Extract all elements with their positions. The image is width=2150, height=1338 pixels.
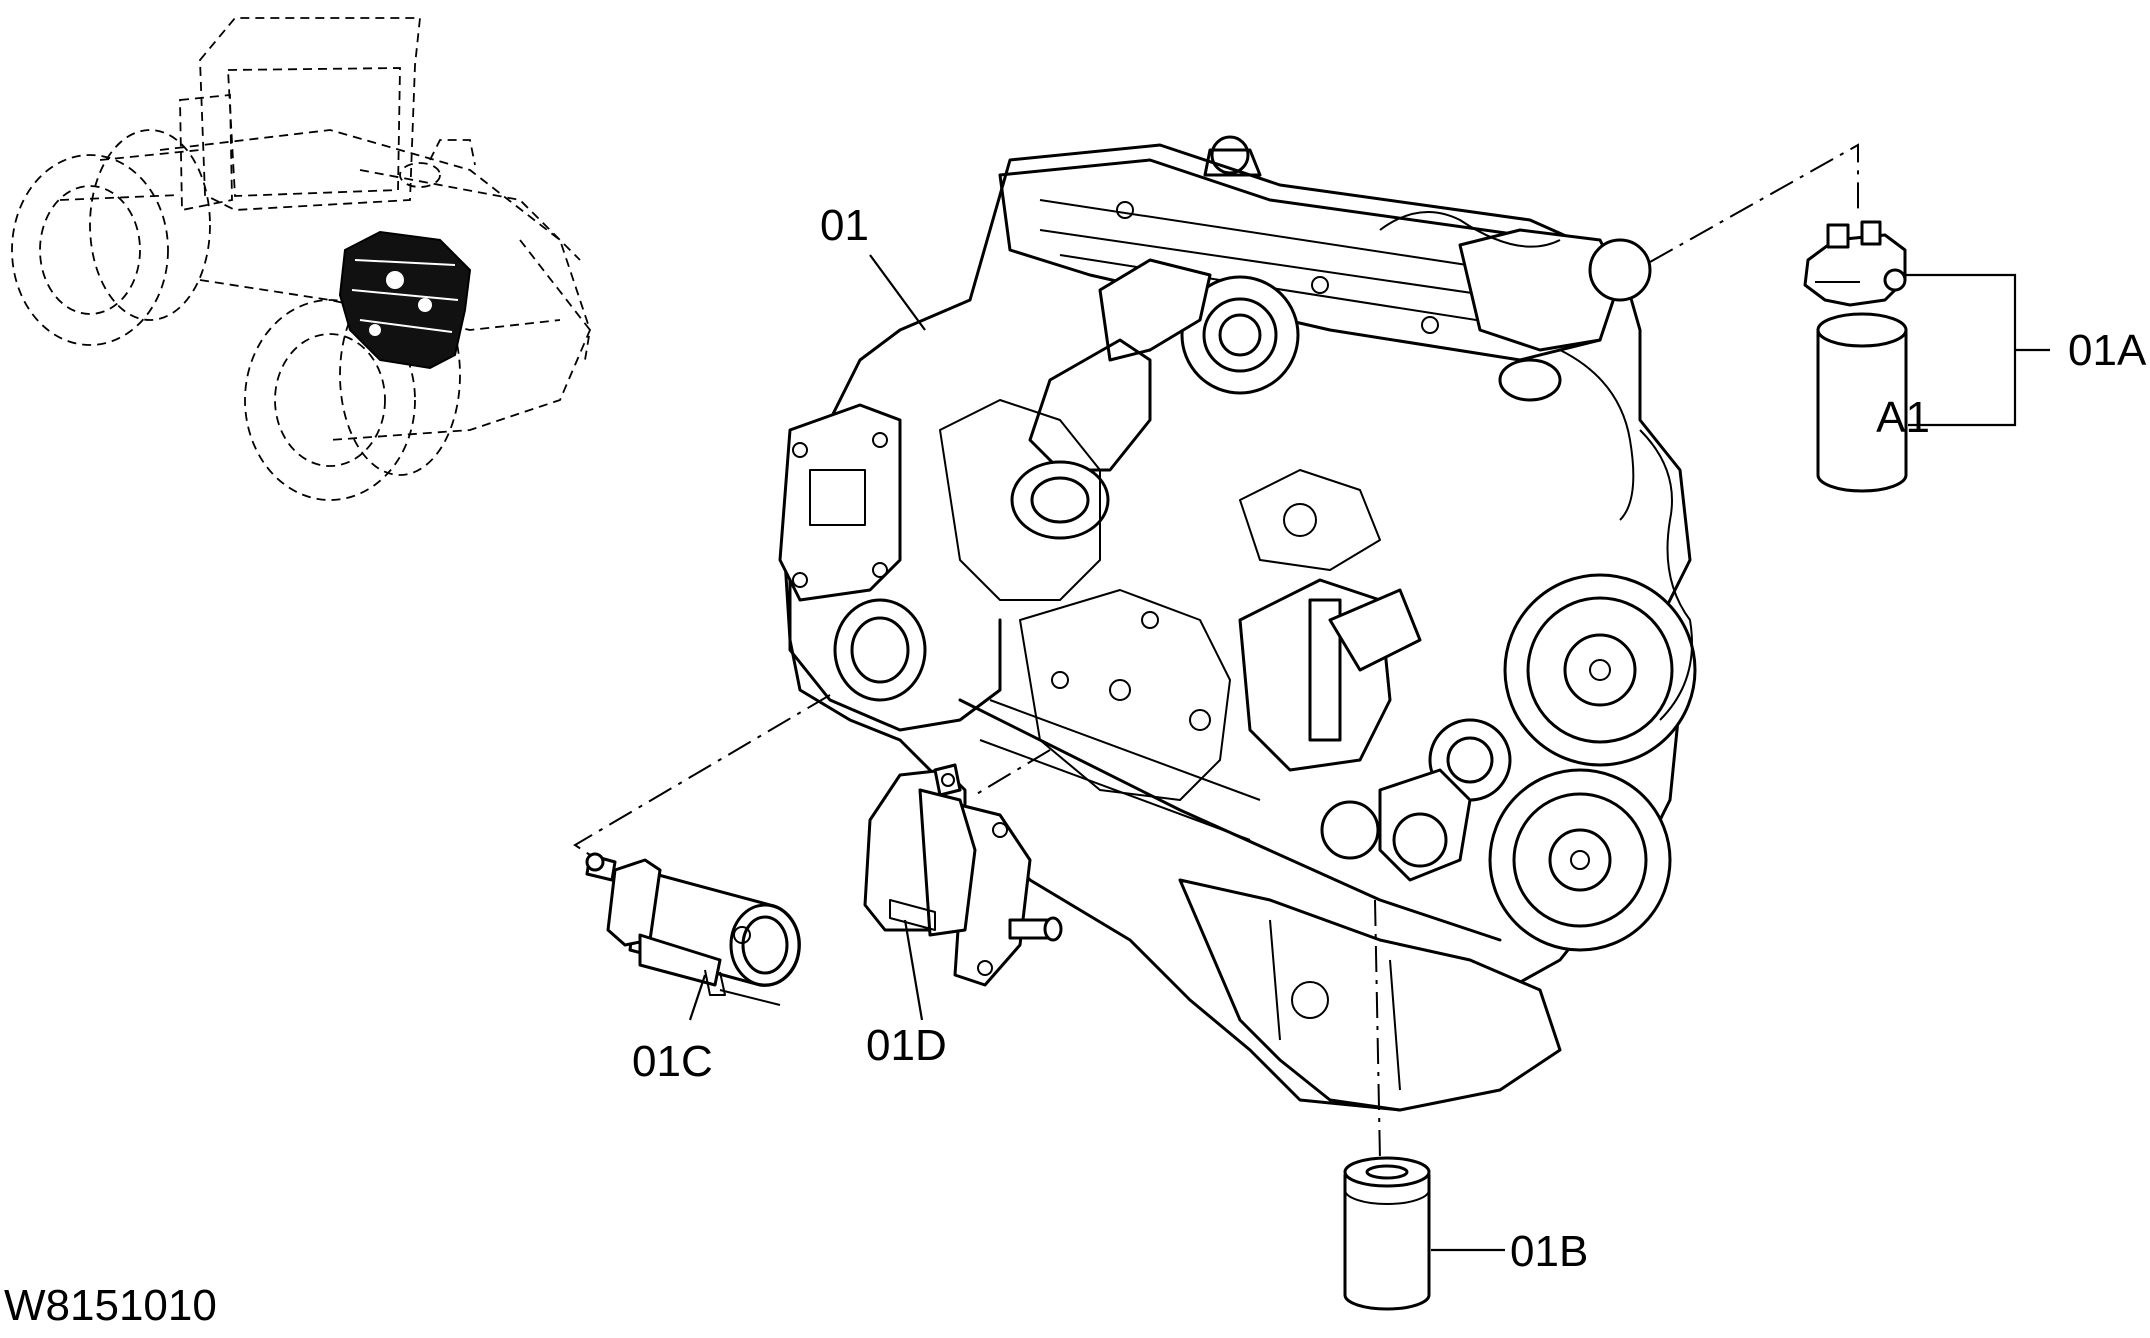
fuel-filter-element bbox=[1816, 312, 1908, 493]
callout-fuel-filter-element: A1 bbox=[1876, 393, 1930, 442]
callout-alternator: 01D bbox=[866, 1021, 947, 1070]
assembly-phantom-lines bbox=[573, 143, 1859, 1161]
oil-filter bbox=[1343, 1156, 1431, 1311]
callout-starter-motor: 01C bbox=[632, 1037, 713, 1086]
callout-engine: 01 bbox=[820, 201, 869, 250]
fuel-filter-head bbox=[1803, 220, 1907, 307]
callout-fuel-filter-assembly: 01A bbox=[2068, 326, 2147, 375]
leader-lines bbox=[688, 254, 2050, 1252]
alternator bbox=[863, 763, 1063, 987]
machine-locator-view bbox=[11, 17, 591, 501]
engine-illustration bbox=[778, 135, 1697, 1112]
drawing-id: W8151010 bbox=[4, 1281, 217, 1330]
starter-motor bbox=[585, 852, 801, 1006]
callout-oil-filter: 01B bbox=[1510, 1227, 1588, 1276]
